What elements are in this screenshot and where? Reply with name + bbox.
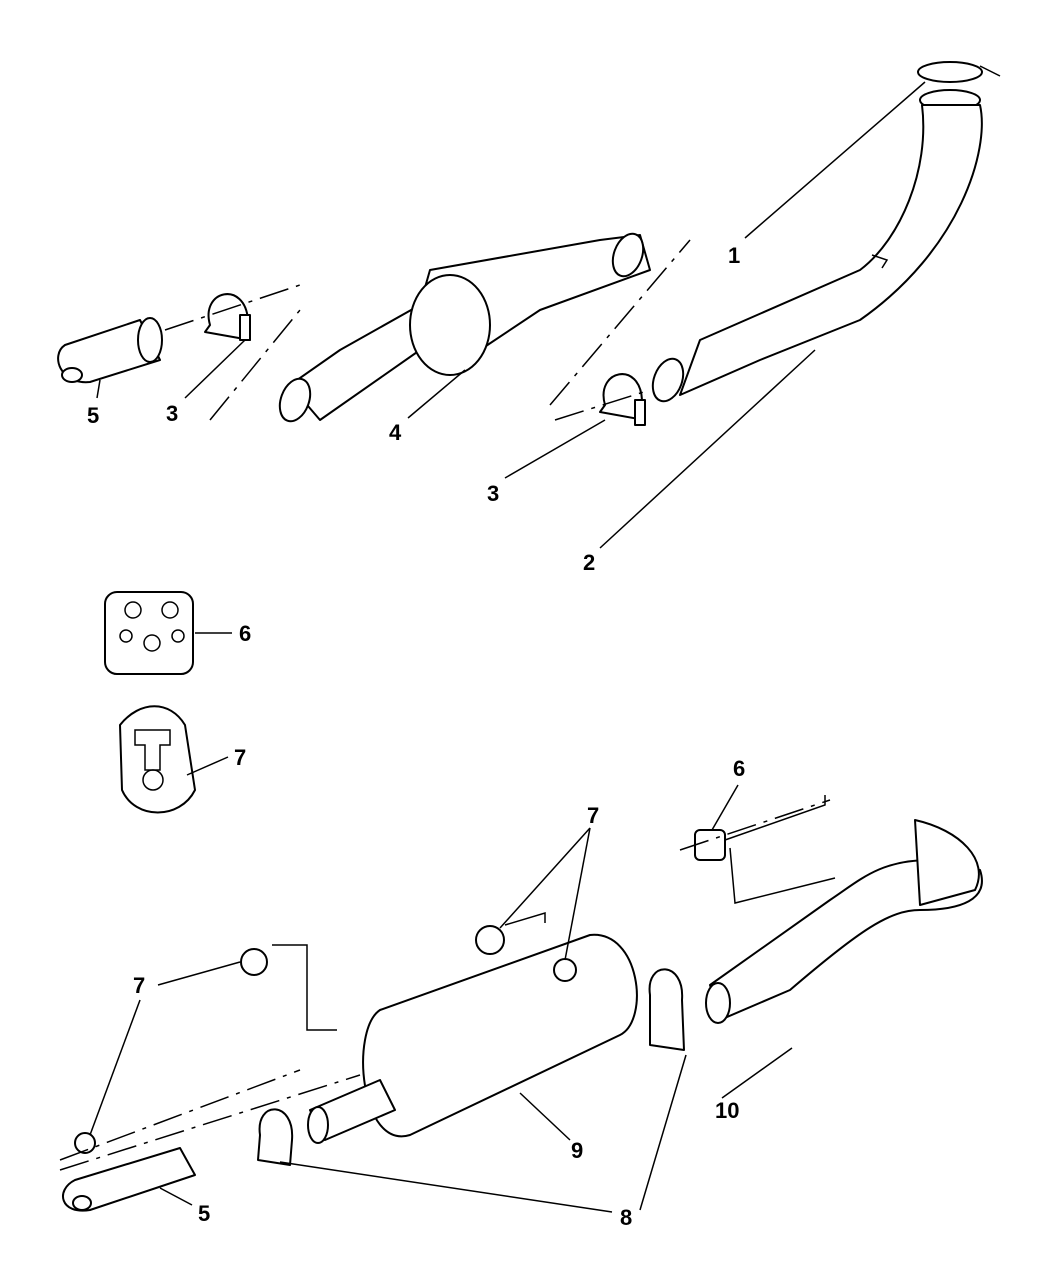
part-1-clamp (917, 61, 1001, 83)
part-10-tailpipe (705, 819, 983, 1024)
callout-4: 4 (389, 420, 402, 445)
callout-7: 7 (587, 803, 600, 828)
part-9-muffler (307, 933, 638, 1144)
callout-3: 3 (487, 481, 500, 506)
part-5-tip-top (57, 317, 163, 384)
callout-6: 6 (733, 756, 746, 781)
part-6-isolator-bottom (694, 829, 726, 861)
part-6-isolator-detail (104, 591, 194, 675)
callout-2: 2 (583, 550, 596, 575)
part-4-converter (278, 232, 651, 423)
callout-7: 7 (234, 745, 247, 770)
part-3-clamp-right (599, 373, 646, 426)
callout-5: 5 (198, 1201, 211, 1226)
part-7-hanger-top (475, 925, 505, 955)
part-8-clamp-left (257, 1108, 294, 1166)
callout-7: 7 (133, 973, 146, 998)
part-3-clamp-left (204, 293, 251, 341)
callout-3: 3 (166, 401, 179, 426)
part-5-tip-bottom (62, 1147, 196, 1212)
part-7-hanger-detail (119, 705, 196, 814)
leader-lines (89, 81, 926, 1213)
part-7-hanger-bottom (74, 1132, 96, 1154)
callout-10: 10 (715, 1098, 740, 1123)
part-2-front-pipe (651, 89, 983, 403)
callout-1: 1 (728, 243, 741, 268)
part-7-hanger-left (240, 948, 268, 976)
callout-5: 5 (87, 403, 100, 428)
part-8-clamp-right (648, 968, 685, 1051)
callout-8: 8 (620, 1205, 633, 1230)
callout-6: 6 (239, 621, 252, 646)
part-7-hanger-mid (553, 958, 577, 982)
callout-9: 9 (571, 1138, 584, 1163)
